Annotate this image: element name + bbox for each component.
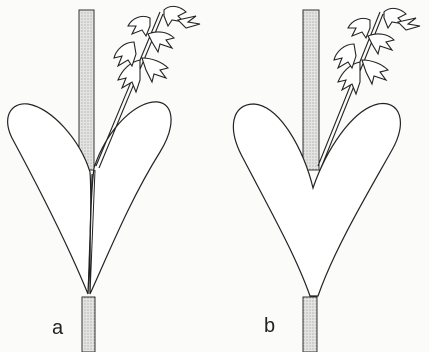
panel-label-a: a	[52, 318, 63, 338]
panel-a-left-lobe	[8, 104, 91, 294]
panel-b-stem-upper	[303, 10, 319, 170]
panel-b-leaflets	[334, 8, 420, 94]
panel-b-stem-lower	[303, 297, 317, 352]
panel-a-right-lobe	[90, 102, 171, 294]
panel-label-b: b	[264, 316, 275, 336]
panel-a-stem-upper	[79, 10, 94, 170]
panel-b-drawing	[233, 8, 420, 352]
panel-a-stem-lower	[82, 297, 95, 352]
panel-a-drawing	[8, 6, 200, 352]
